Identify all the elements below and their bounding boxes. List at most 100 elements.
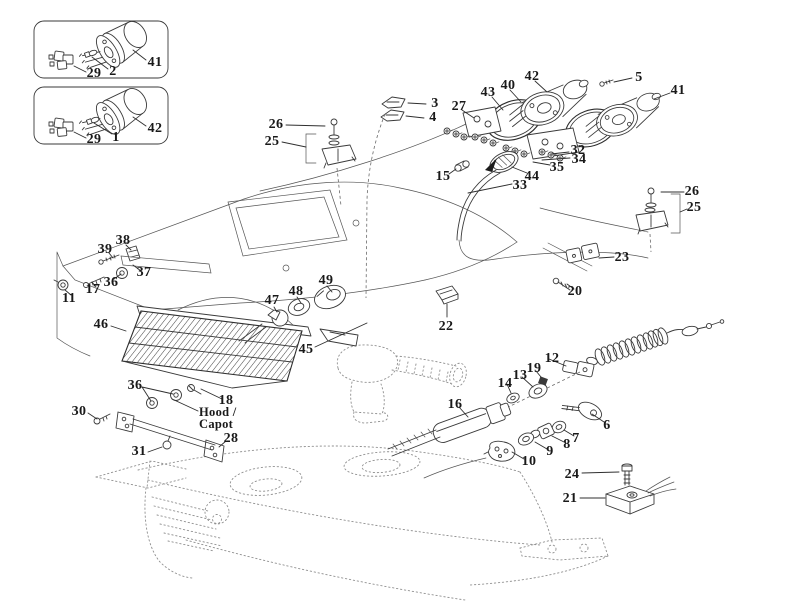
tether-end-ring — [681, 325, 699, 337]
screw-5 — [599, 79, 614, 87]
callout-31: 31 — [132, 444, 147, 459]
callout-labels: 29 2 41 29 1 42 3 4 26 25 27 43 40 42 5 … — [62, 55, 701, 506]
harness-wire — [458, 239, 649, 261]
clip-22 — [435, 285, 459, 305]
callout-6: 6 — [603, 418, 610, 433]
clip-23 — [565, 242, 600, 264]
callout-28: 28 — [224, 431, 239, 446]
inset-panel-top — [33, 13, 169, 82]
alignment-line-clips — [365, 113, 386, 299]
hood-outline — [56, 123, 649, 357]
callout-25-left: 25 — [265, 134, 280, 149]
taillight-housing-41 — [579, 89, 669, 146]
callout-1: 1 — [112, 130, 119, 145]
callout-24: 24 — [565, 467, 580, 482]
callout-34: 34 — [572, 152, 587, 167]
callout-37: 37 — [137, 265, 152, 280]
callout-5: 5 — [635, 70, 642, 85]
callout-45: 45 — [299, 342, 314, 357]
bulb-47 — [238, 309, 289, 344]
callout-36-upper: 36 — [104, 275, 119, 290]
latch-25-left — [305, 118, 357, 207]
ring-8 — [537, 422, 555, 440]
cap-49 — [314, 284, 346, 310]
callout-26-right: 26 — [685, 184, 700, 199]
callout-49: 49 — [319, 273, 334, 288]
callout-14: 14 — [498, 376, 513, 391]
callout-35: 35 — [550, 160, 565, 175]
callout-41-main: 41 — [671, 83, 686, 98]
callout-47: 47 — [265, 293, 280, 308]
callout-15: 15 — [436, 169, 451, 184]
callout-19: 19 — [527, 361, 542, 376]
arrow-to-lamp-44 — [485, 158, 497, 172]
callout-4: 4 — [429, 110, 436, 125]
belly-pan-sketch — [95, 445, 609, 601]
screw-39-head — [98, 259, 104, 265]
bracket-27 — [462, 106, 502, 138]
callout-40: 40 — [501, 78, 516, 93]
headlight-bracket-right — [319, 328, 359, 347]
ball-stud-31 — [162, 440, 172, 450]
screw-20 — [552, 277, 571, 291]
callout-20: 20 — [568, 284, 583, 299]
module-21 — [605, 463, 677, 515]
tether-coil — [594, 327, 669, 366]
callout-30: 30 — [72, 404, 87, 419]
ring-13 — [528, 383, 548, 399]
hood-label-line1: Hood / — [199, 405, 237, 419]
screw-18 — [187, 384, 202, 395]
hood-support-cluster — [93, 384, 225, 463]
line-to-hull — [423, 457, 487, 479]
callout-41-inset: 41 — [148, 55, 163, 70]
tether-cord-assembly — [387, 319, 725, 479]
callout-43: 43 — [481, 85, 496, 100]
callout-16: 16 — [448, 397, 463, 412]
console-sketch — [336, 344, 467, 424]
callout-13: 13 — [513, 368, 528, 383]
callout-18: 18 — [219, 393, 234, 408]
callout-2: 2 — [109, 64, 116, 79]
nut-11 — [53, 279, 69, 291]
callout-32: 32 — [571, 143, 586, 158]
license-lamp-44 — [489, 151, 519, 173]
taillight-housing-42 — [503, 76, 597, 136]
callout-25-right: 25 — [687, 200, 702, 215]
wire-33 — [456, 169, 501, 242]
callout-21: 21 — [563, 491, 578, 506]
callout-29-bottom: 29 — [87, 132, 102, 147]
callout-23: 23 — [615, 250, 630, 265]
switch-16 — [387, 402, 512, 457]
callout-39: 39 — [98, 242, 113, 257]
inset-panel-bottom — [33, 80, 169, 149]
callout-26-left: 26 — [269, 117, 284, 132]
callout-48: 48 — [289, 284, 304, 299]
callout-44: 44 — [525, 169, 540, 184]
callout-29-top: 29 — [87, 66, 102, 81]
key-6 — [561, 401, 603, 421]
plate-37 — [120, 255, 212, 274]
grommet-36-lower-a — [146, 397, 158, 409]
latch-25-right — [635, 187, 681, 253]
callout-42-inset: 42 — [148, 121, 163, 136]
plate-10 — [483, 440, 516, 462]
louver-vents — [151, 496, 223, 552]
clip-3 — [381, 96, 406, 109]
ring-48 — [287, 298, 311, 316]
screw-17 — [83, 276, 105, 288]
bracket-38 — [125, 245, 141, 262]
callout-38: 38 — [116, 233, 131, 248]
callout-17: 17 — [86, 282, 101, 297]
callout-33: 33 — [513, 178, 528, 193]
callout-42-main: 42 — [525, 69, 540, 84]
leader-lines — [64, 77, 688, 499]
taillight-assembly — [443, 76, 669, 261]
hinge-cluster-left — [53, 245, 212, 291]
callout-7: 7 — [572, 431, 579, 446]
callout-10: 10 — [522, 454, 537, 469]
callout-9: 9 — [546, 444, 553, 459]
bolt-24 — [621, 463, 633, 486]
callout-8: 8 — [563, 437, 570, 452]
callout-22: 22 — [439, 319, 454, 334]
